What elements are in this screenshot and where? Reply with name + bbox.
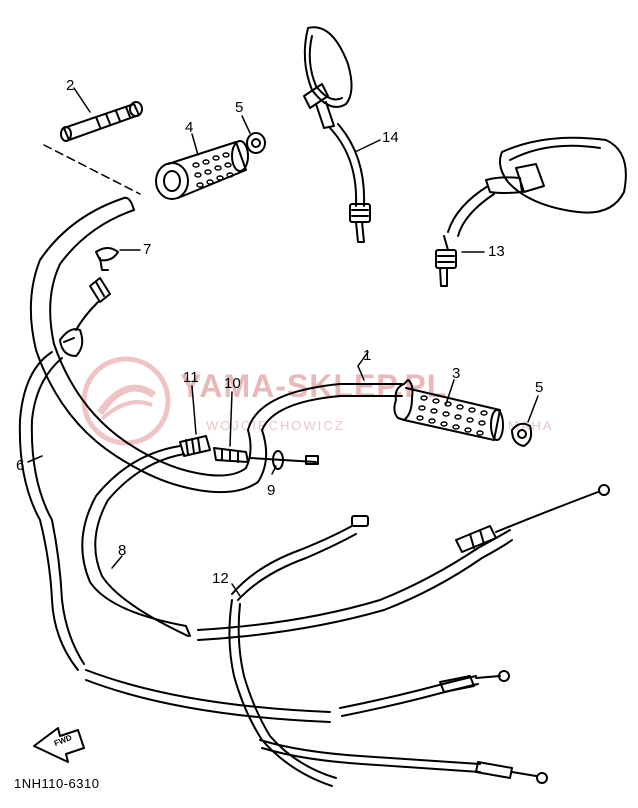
part-4-left-grip [155,140,249,200]
callout-3: 3 [452,365,461,382]
watermark-subtext: WOJCIECHOWICZ [206,418,345,433]
callout-9: 9 [267,482,276,499]
callout-5-upper: 5 [235,99,244,116]
callout-4: 4 [185,119,194,136]
callout-11: 11 [183,369,199,386]
part-7-clamp [95,247,119,271]
part-5-cap-upper [246,132,266,154]
callout-13: 13 [488,243,505,260]
callout-1: 1 [363,347,372,364]
callout-2: 2 [66,77,75,94]
callout-14: 14 [382,129,399,146]
lower-cable-segments [85,669,331,723]
part-2-bar-end [60,101,143,142]
part-12-throttle-cables [228,515,548,787]
part-6-cable [18,277,111,671]
part-14-left-mirror [303,26,371,243]
part-5-cap-lower [511,422,533,447]
part-8-cable [81,445,610,641]
part-1-handlebar [29,196,403,494]
callout-12: 12 [212,570,229,587]
fwd-arrow-icon [33,727,85,763]
callout-10: 10 [224,375,241,392]
callout-8: 8 [118,542,127,559]
diagram-code: 1NH110-6310 [14,776,100,791]
callout-5-lower: 5 [535,379,544,396]
callout-7: 7 [143,241,152,258]
part-9-10-11-adjuster [179,435,319,470]
callout-6: 6 [16,457,25,474]
part-3-right-grip [393,379,504,441]
part-13-right-mirror [435,136,627,287]
